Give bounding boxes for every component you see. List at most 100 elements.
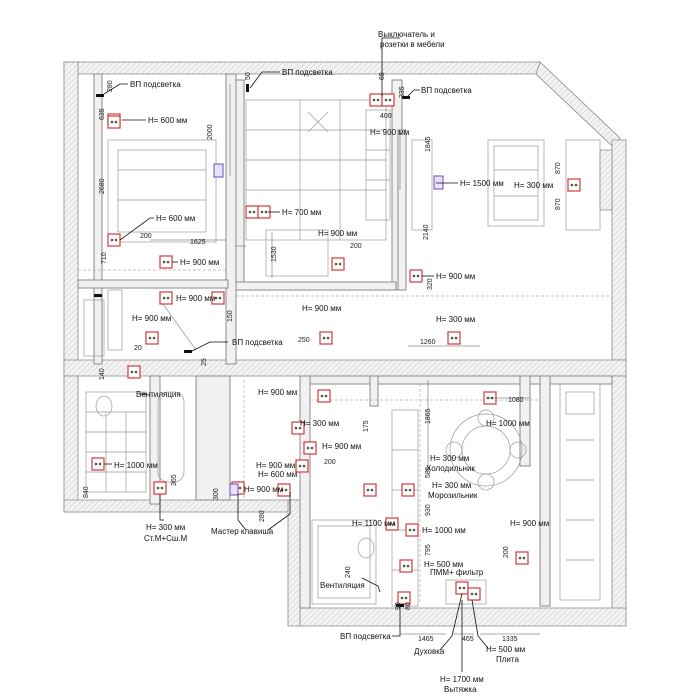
dim: 300 [213,488,220,500]
dim: 840 [83,486,90,498]
label-h900-b: H= 900 мм [318,229,357,238]
dim: 20 [134,345,142,352]
switch-icon [213,163,224,178]
label-master-switch: Мастер клавиша [211,527,274,536]
socket-icon [447,331,461,345]
socket-icon [401,483,415,497]
label-h600-c: H= 600 мм [258,470,297,479]
socket-icon [331,257,345,271]
label-vp-4: ВП подсветка [232,338,283,347]
label-h900-c: H= 900 мм [180,258,219,267]
socket-icon [107,233,121,247]
socket-icon [381,93,395,107]
label-h900-g: H= 900 мм [132,314,171,323]
dim: 200 [140,233,152,240]
label-h900-f: H= 900 мм [302,304,341,313]
dim: 635 [99,108,106,120]
socket-icon [455,581,469,595]
dim: 365 [171,474,178,486]
dimension-texts: 635 280 50 65 335 400 2000 1845 870 870 … [83,72,562,643]
label-h900-e: H= 900 мм [176,294,215,303]
dim: 250 [298,337,310,344]
socket-icon [363,483,377,497]
dim: 2680 [99,178,106,194]
label-stove: Плита [496,655,519,664]
dim: 465 [462,636,474,643]
dim: 335 [399,86,406,98]
label-h900-i: H= 900 мм [322,442,361,451]
socket-icon [567,178,581,192]
socket-icon [303,441,317,455]
label-ventilation-2: Вентиляция [320,581,365,590]
dim: 1625 [190,239,206,246]
light-strip-marker-icon [94,294,102,297]
socket-icon [153,481,167,495]
dim: 25 [201,358,208,366]
socket-icon [399,559,413,573]
dim: 710 [101,252,108,264]
label-h1500: H= 1500 мм [460,179,504,188]
label-h1000-a: H= 1000 мм [486,419,530,428]
light-strip-marker-icon [396,604,404,607]
socket-icon [91,457,105,471]
dim: 1865 [425,408,432,424]
label-h500-a: H= 500 мм [424,560,463,569]
dim: 50 [245,72,252,80]
furniture [83,99,601,607]
label-h300-a: H= 300 мм [514,181,553,190]
label-h900-h: H= 900 мм [258,388,297,397]
label-st-m: Ст.М+Сш.М [144,534,188,543]
label-h900-l: H= 900 мм [510,519,549,528]
dimension-lines [150,84,540,635]
dim: 870 [555,162,562,174]
socket-icon [159,255,173,269]
socket-icon [467,587,481,601]
label-ventilation-1: Вентиляция [136,390,181,399]
dim: 795 [425,544,432,556]
dim: 585 [425,466,432,478]
label-h300-d: H= 300 мм [146,523,185,532]
dim: 930 [425,504,432,516]
label-hood: Вытяжка [444,685,477,694]
label-h1000-b: H= 1000 мм [114,461,158,470]
label-oven: Духовка [414,647,445,656]
light-strip-marker-icon [96,94,104,97]
dim: 65 [379,72,386,80]
socket-icon [397,591,411,605]
label-h300-freezer: H= 300 мм [432,481,471,490]
switch-icon [433,175,444,190]
dim: 140 [99,368,106,380]
label-h300-b: H= 300 мм [436,315,475,324]
label-h600-a: H= 600 мм [148,116,187,125]
switch-icon [229,483,239,496]
label-h300-fridge: H= 300 мм [430,454,469,463]
label-vp-5: ВП подсветка [340,632,391,641]
label-vp-2: ВП подсветка [282,68,333,77]
dim: 1465 [418,636,434,643]
dim: 280 [107,80,114,92]
dim: 200 [350,243,362,250]
dim: 240 [345,566,352,578]
label-vp-1: ВП подсветка [130,80,181,89]
dim: 280 [259,510,266,522]
label-h700: H= 700 мм [282,208,321,217]
dim: 870 [555,198,562,210]
light-strip-marker-icon [246,84,249,92]
dim: 200 [324,459,336,466]
dim: 150 [227,310,234,322]
dim: 2140 [423,224,430,240]
socket-icon [319,331,333,345]
socket-icon [145,331,159,345]
label-vp-3: ВП подсветка [421,86,472,95]
dim: 1080 [508,397,524,404]
annotations: Выключатель и розетки в мебели ВП подсве… [114,30,553,694]
label-freezer: Морозильник [428,491,478,500]
label-h900-d: H= 900 мм [436,272,475,281]
label-fridge: Холодильник [426,464,475,473]
dim: 1260 [420,339,436,346]
label-h900-k: H= 900 мм [244,485,283,494]
dim: 320 [427,278,434,290]
dim: 2000 [207,124,214,140]
dim: 90 [395,602,402,610]
